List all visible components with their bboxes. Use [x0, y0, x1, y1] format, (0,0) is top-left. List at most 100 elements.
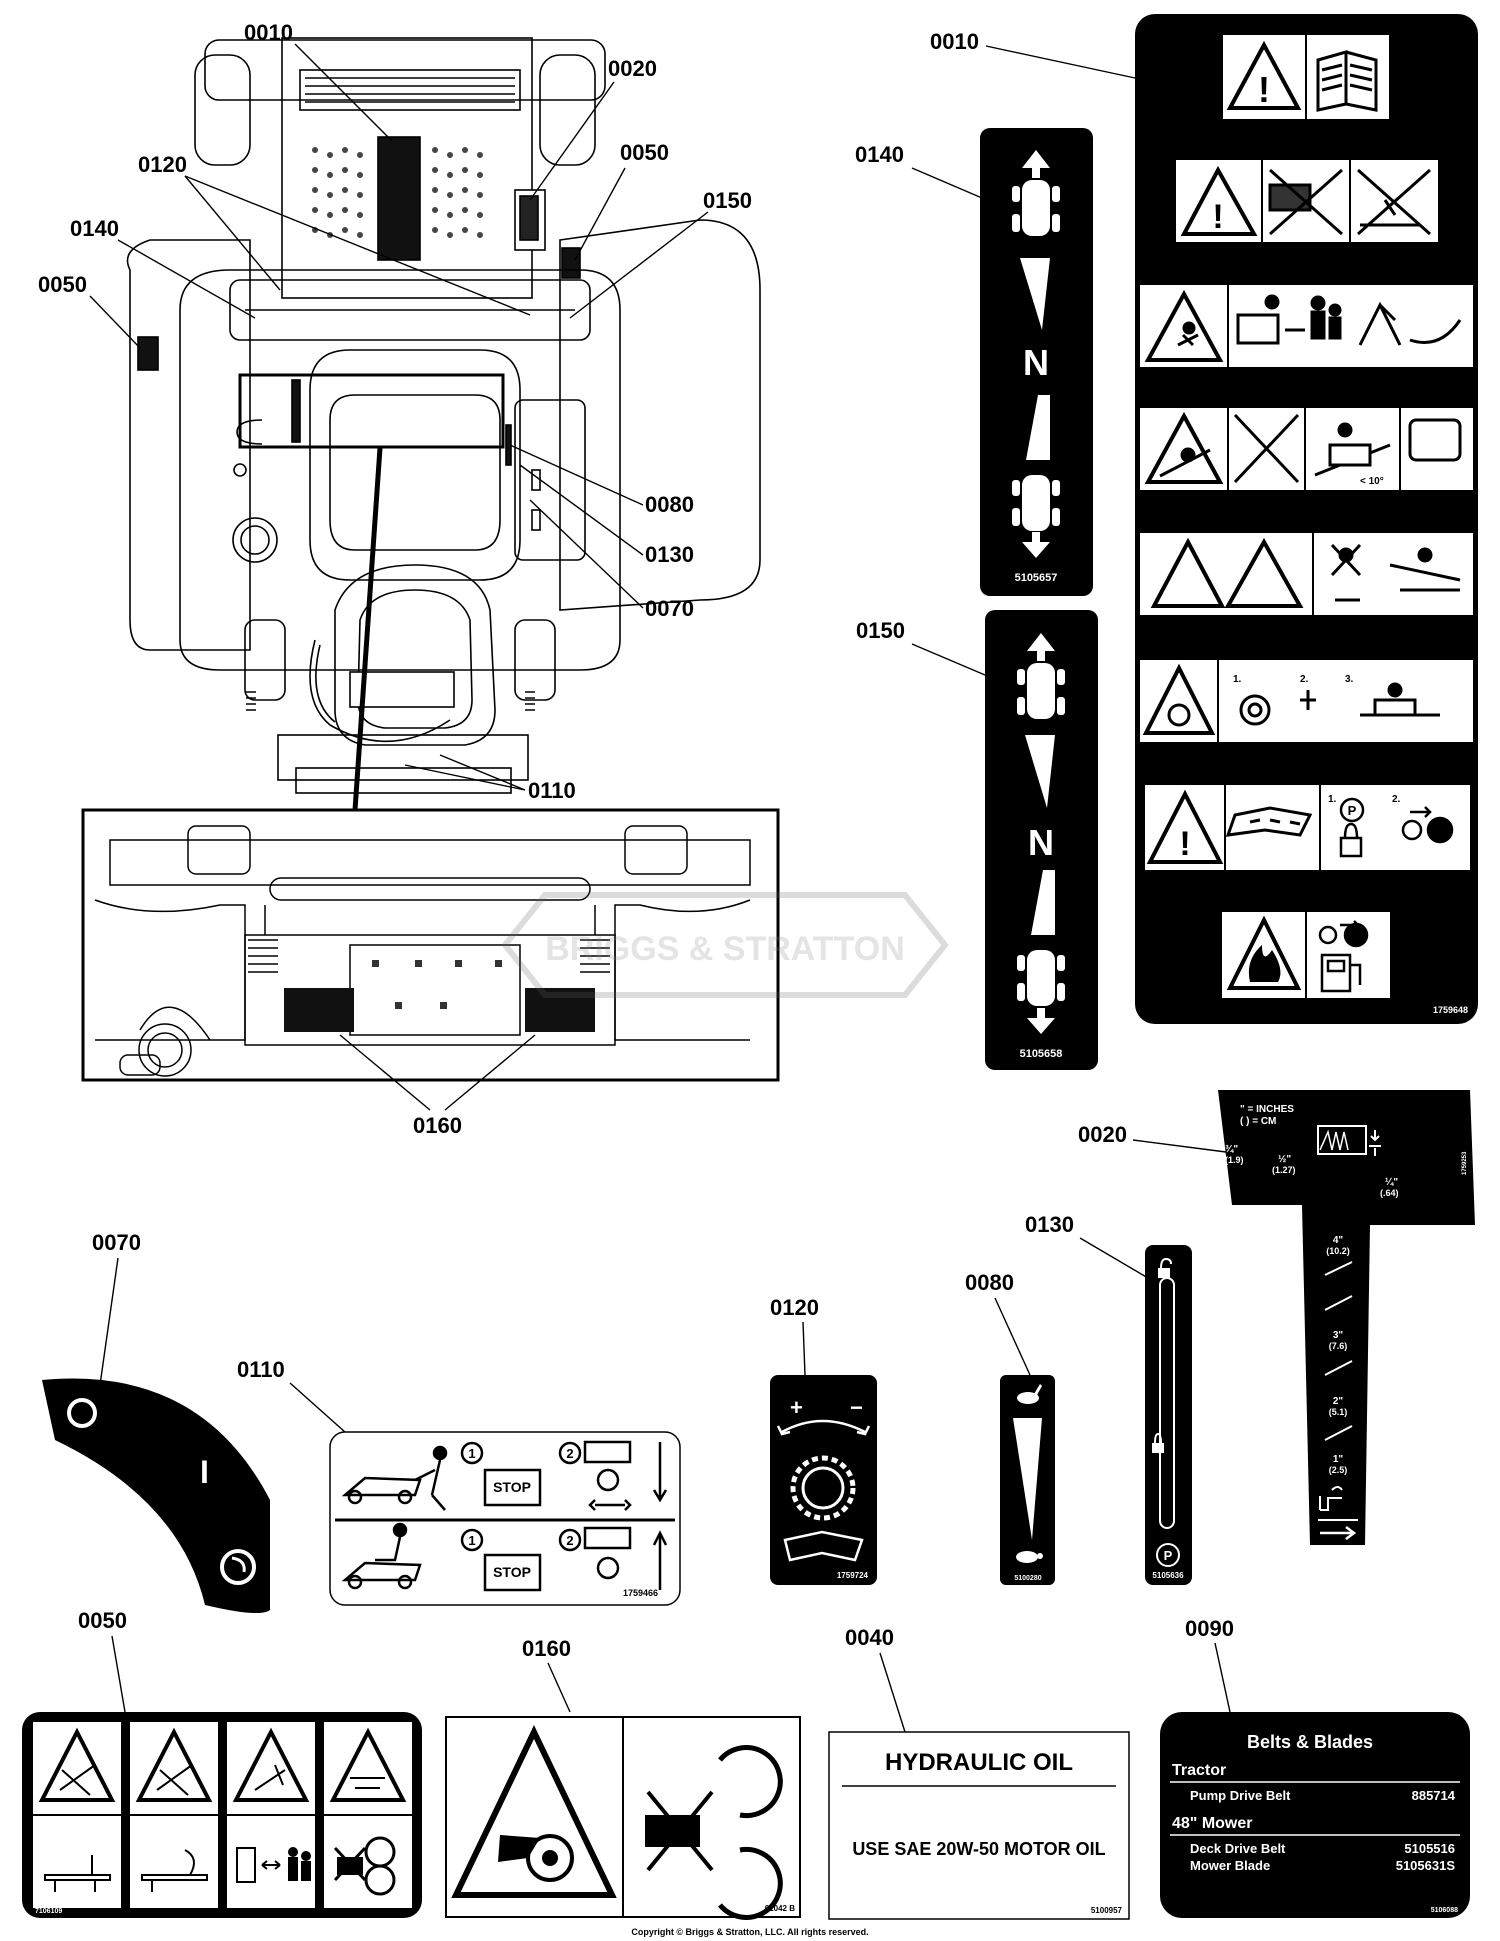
- callout-0050-decal: 0050: [78, 1608, 127, 1633]
- svg-text:2.: 2.: [1392, 794, 1401, 805]
- callout-0150-decal: 0150: [856, 618, 905, 643]
- svg-text:1.: 1.: [1328, 794, 1337, 805]
- decal-0020: 0020 " = INCHES ( ) = CM ¾" (1.9) ½" (1.…: [1078, 1090, 1475, 1545]
- svg-text:3.: 3.: [1345, 674, 1354, 685]
- decal-0120: 0120 + − 1759724: [770, 1295, 877, 1585]
- callout-0160-decal: 0160: [522, 1636, 571, 1661]
- decal-0080: 0080 5100280: [965, 1270, 1055, 1585]
- svg-text:!: !: [1179, 825, 1190, 863]
- svg-text:1759724: 1759724: [837, 1571, 869, 1580]
- svg-text:STOP: STOP: [493, 1564, 531, 1580]
- svg-text:P: P: [1164, 1548, 1173, 1563]
- svg-text:¾": ¾": [1225, 1144, 1238, 1155]
- svg-text:USE SAE 20W-50 MOTOR OIL: USE SAE 20W-50 MOTOR OIL: [852, 1839, 1105, 1859]
- svg-text:¼": ¼": [1385, 1177, 1398, 1188]
- decal-0050: 0050 7106109: [22, 1608, 422, 1918]
- svg-text:5105636: 5105636: [1152, 1571, 1184, 1580]
- rabbit-icon: [1017, 1384, 1042, 1404]
- slope-hazard-icon: [1159, 413, 1462, 484]
- callout-0140-decal: 0140: [855, 142, 904, 167]
- svg-text:48" Mower: 48" Mower: [1172, 1815, 1253, 1832]
- svg-text:(1.9): (1.9): [1225, 1155, 1244, 1165]
- svg-text:5105657: 5105657: [1015, 572, 1058, 584]
- callout-0070-decal: 0070: [92, 1230, 141, 1255]
- mower-top-view: [126, 37, 761, 811]
- svg-text:Tractor: Tractor: [1172, 1762, 1226, 1779]
- callout-0120-top: 0120: [138, 152, 187, 177]
- svg-text:Mower Blade: Mower Blade: [1190, 1858, 1270, 1873]
- svg-text:5105658: 5105658: [1020, 1048, 1063, 1060]
- svg-text:BRIGGS & STRATTON: BRIGGS & STRATTON: [545, 930, 905, 968]
- no-riders-icon: [1357, 168, 1431, 236]
- svg-text:STOP: STOP: [493, 1479, 531, 1495]
- turtle-icon: [1016, 1551, 1043, 1563]
- svg-text:Deck Drive Belt: Deck Drive Belt: [1190, 1841, 1286, 1856]
- thrown-objects-icon: [1177, 321, 1199, 347]
- callout-0080-top: 0080: [645, 492, 694, 517]
- callout-0040-decal: 0040: [845, 1625, 894, 1650]
- svg-text:" = INCHES: " = INCHES: [1240, 1104, 1294, 1115]
- callout-0010-top: 0010: [244, 20, 293, 45]
- svg-text:1.: 1.: [1233, 674, 1242, 685]
- svg-text:Belts & Blades: Belts & Blades: [1247, 1732, 1373, 1752]
- callout-0110-top: 0110: [528, 778, 576, 803]
- decal-0040: 0040 HYDRAULIC OIL USE SAE 20W-50 MOTOR …: [828, 1625, 1130, 1920]
- svg-text:!: !: [1212, 198, 1223, 236]
- decal-0130: 0130 P 5105636: [1025, 1212, 1192, 1585]
- svg-text:N: N: [1023, 342, 1049, 383]
- callout-0050-top-left: 0050: [38, 272, 87, 297]
- callout-0130-decal: 0130: [1025, 1212, 1074, 1237]
- svg-text:3": 3": [1333, 1330, 1344, 1341]
- svg-text:P: P: [1348, 803, 1357, 818]
- svg-text:5105516: 5105516: [1404, 1841, 1455, 1856]
- callout-0150-top: 0150: [703, 188, 752, 213]
- svg-text:½": ½": [1278, 1154, 1291, 1165]
- svg-text:2.: 2.: [1300, 674, 1309, 685]
- svg-text:7106109: 7106109: [35, 1908, 62, 1915]
- copyright-text: Copyright © Briggs & Stratton, LLC. All …: [631, 1927, 868, 1937]
- svg-text:5100957: 5100957: [1091, 1906, 1123, 1915]
- svg-text:HYDRAULIC OIL: HYDRAULIC OIL: [885, 1749, 1073, 1776]
- decal-0140: 0140 N 5105657: [855, 128, 1093, 596]
- callout-0080-decal: 0080: [965, 1270, 1014, 1295]
- warning-icon: !: [1258, 69, 1270, 110]
- svg-text:1": 1": [1333, 1454, 1344, 1465]
- manual-icon: [1316, 50, 1378, 112]
- svg-text:(10.2): (10.2): [1326, 1246, 1350, 1256]
- decal-0010: 0010 ! !: [930, 14, 1478, 1024]
- svg-text:885714: 885714: [1412, 1788, 1456, 1803]
- decal-0110: 0110 1 2 STOP 1 2 STOP 1759466: [237, 1357, 681, 1606]
- svg-text:5105631S: 5105631S: [1396, 1858, 1456, 1873]
- svg-text:1759648: 1759648: [1433, 1005, 1468, 1015]
- svg-text:2": 2": [1333, 1396, 1344, 1407]
- callout-0110-decal: 0110: [237, 1357, 285, 1382]
- svg-text:< 10°: < 10°: [1360, 476, 1384, 487]
- callout-0020-top: 0020: [608, 56, 657, 81]
- svg-text:(2.5): (2.5): [1329, 1465, 1348, 1475]
- svg-text:2: 2: [566, 1446, 573, 1461]
- decal-0160: 0160 61042 B: [445, 1636, 801, 1920]
- svg-text:N: N: [1028, 822, 1054, 863]
- callout-0120-decal: 0120: [770, 1295, 819, 1320]
- callout-0010-decal: 0010: [930, 29, 979, 54]
- svg-text:Pump Drive Belt: Pump Drive Belt: [1190, 1788, 1291, 1803]
- decal-0070: 0070 I: [42, 1230, 270, 1614]
- svg-text:I: I: [200, 1454, 209, 1490]
- svg-text:1: 1: [468, 1446, 475, 1461]
- decal-0150: 0150 N 5105658: [856, 610, 1098, 1070]
- callout-0160-top: 0160: [413, 1113, 462, 1138]
- svg-text:(5.1): (5.1): [1329, 1407, 1348, 1417]
- svg-text:(1.27): (1.27): [1272, 1165, 1296, 1175]
- watermark: BRIGGS & STRATTON: [501, 892, 949, 998]
- svg-text:+: +: [790, 1395, 803, 1420]
- top-view-callouts: 0010 0020 0050 0120 0150 0140 0050 0080 …: [38, 20, 752, 803]
- svg-text:2: 2: [566, 1533, 573, 1548]
- svg-text:( ) = CM: ( ) = CM: [1240, 1116, 1276, 1127]
- no-mower-icon: [1268, 168, 1343, 236]
- svg-text:(7.6): (7.6): [1329, 1341, 1348, 1351]
- svg-text:4": 4": [1333, 1235, 1344, 1246]
- callout-0070-top: 0070: [645, 596, 694, 621]
- svg-text:1759466: 1759466: [623, 1588, 658, 1598]
- callout-0130-top: 0130: [645, 542, 694, 567]
